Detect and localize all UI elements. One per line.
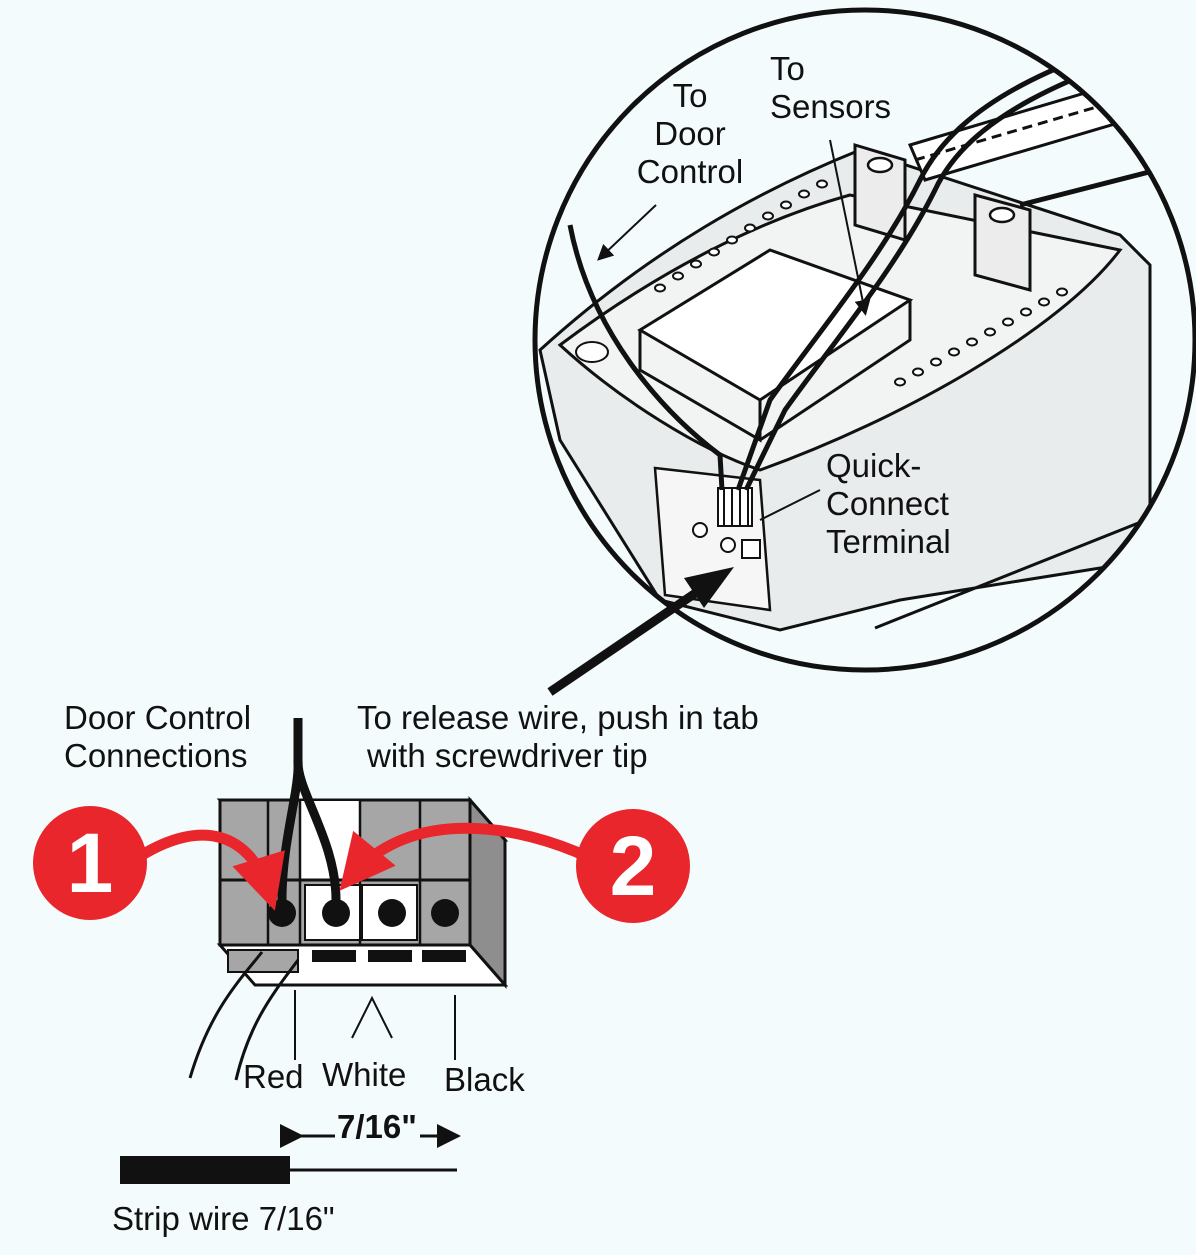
door-control-wire-white [293, 718, 341, 901]
door-control-connections-label: Door Control Connections [64, 699, 251, 775]
door-control-leader-arrow [597, 204, 657, 261]
to-door-control-label: To Door Control [600, 77, 780, 191]
quick-connect-line1: Quick- [826, 447, 922, 484]
to-sensors-label: To Sensors [770, 50, 891, 126]
door-control-connections-line1: Door Control [64, 699, 252, 736]
to-door-control-line3: Control [636, 153, 744, 190]
wire-label-black: Black [444, 1061, 525, 1098]
release-instruction-label: To release wire, push in tab with screwd… [357, 699, 759, 775]
detail-magnifier-circle [532, 7, 1196, 673]
terminal-hole-white [322, 899, 350, 927]
terminal-hole-3 [378, 899, 406, 927]
to-sensors-line1: To [770, 50, 805, 87]
step-2-arrow [339, 822, 593, 891]
wire-label-red: Red [243, 1058, 304, 1095]
quick-connect-line3: Terminal [826, 523, 951, 560]
door-control-connections-line2: Connections [64, 737, 248, 774]
terminal-hole-red [268, 899, 296, 927]
sensors-leader-arrow [829, 139, 871, 316]
quick-connect-line2: Connect [826, 485, 949, 522]
step-2-number: 2 [609, 819, 657, 913]
release-instruction-line2: with screwdriver tip [367, 737, 648, 774]
wire-label-white: White [322, 1056, 407, 1093]
step-1-badge: 1 [33, 806, 147, 920]
to-door-control-line2: Door [654, 115, 726, 152]
vent-holes [654, 179, 1068, 387]
to-door-control-line1: To [672, 77, 708, 114]
wire-insulation [120, 1156, 290, 1184]
step-1-arrow [139, 829, 285, 911]
terminal-leader-line [759, 489, 821, 521]
step-2-badge: 2 [576, 809, 690, 923]
dimension-label: 7/16" [337, 1108, 417, 1145]
step-1-number: 1 [66, 816, 114, 910]
terminal-hole-black [431, 899, 459, 927]
pointer-arrow-head [684, 567, 734, 608]
release-instruction-line1: To release wire, push in tab [357, 699, 759, 736]
strip-wire-label: Strip wire 7/16" [112, 1200, 335, 1237]
pointer-arrow-shaft [547, 586, 703, 696]
to-sensors-line2: Sensors [770, 88, 892, 125]
quick-connect-terminal-label: Quick- Connect Terminal [826, 447, 951, 561]
release-tabs [216, 943, 509, 987]
